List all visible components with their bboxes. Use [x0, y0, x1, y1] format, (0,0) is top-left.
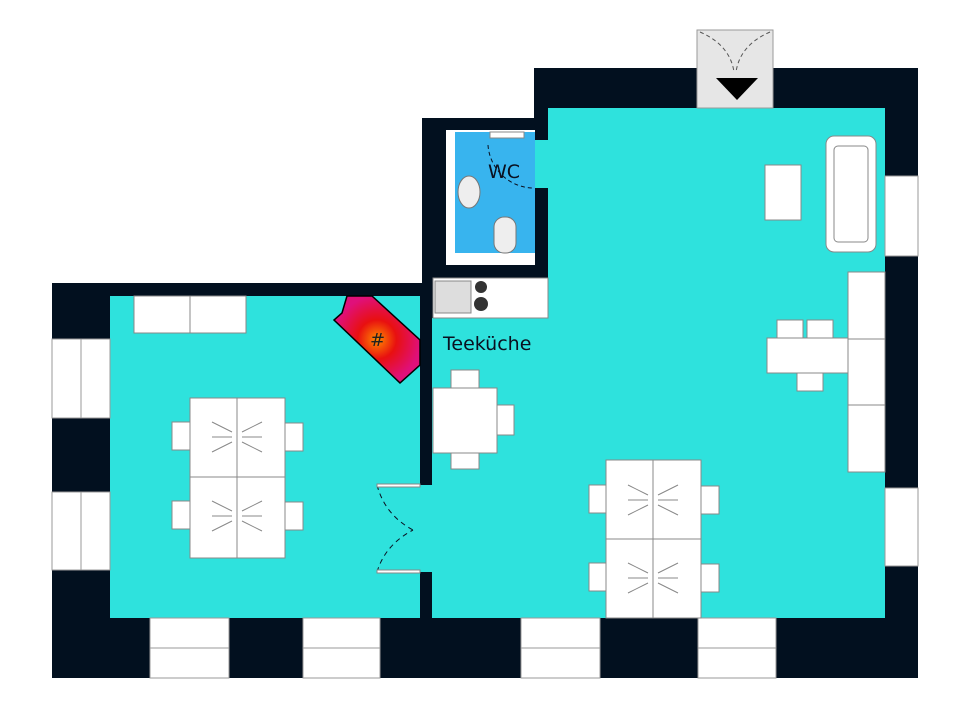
meeting-table	[766, 319, 849, 392]
entrance-door-swing	[699, 31, 771, 73]
cabinet	[847, 271, 886, 473]
window	[884, 175, 919, 257]
desk-cluster-right	[588, 459, 720, 619]
wc-toilet-icon	[493, 216, 517, 254]
coffee-table	[764, 164, 802, 221]
wc-door-gap	[533, 140, 549, 188]
main-room-floor	[432, 108, 885, 618]
door-leaf	[376, 569, 421, 574]
double-door-swing	[376, 484, 414, 573]
sink-icon	[434, 280, 472, 314]
desk-cluster-left	[171, 397, 304, 559]
fireplace	[332, 295, 421, 385]
windows	[51, 175, 919, 679]
fireplace-symbol-icon: #	[370, 330, 385, 351]
entrance-arrow-icon	[716, 78, 758, 100]
wc-door-swing	[487, 144, 535, 189]
sofa-seat	[833, 145, 869, 243]
kitchen-label: Teeküche	[442, 333, 531, 355]
stove-burner-icon	[475, 281, 487, 293]
tea-table	[432, 369, 515, 470]
door-leaf	[376, 483, 421, 488]
wc-sink-icon	[457, 175, 481, 209]
doorway-floor	[418, 485, 434, 572]
stove-burner-icon	[474, 297, 488, 311]
wc-radiator	[489, 131, 525, 139]
window	[884, 487, 919, 567]
wc-label: WC	[488, 161, 520, 183]
